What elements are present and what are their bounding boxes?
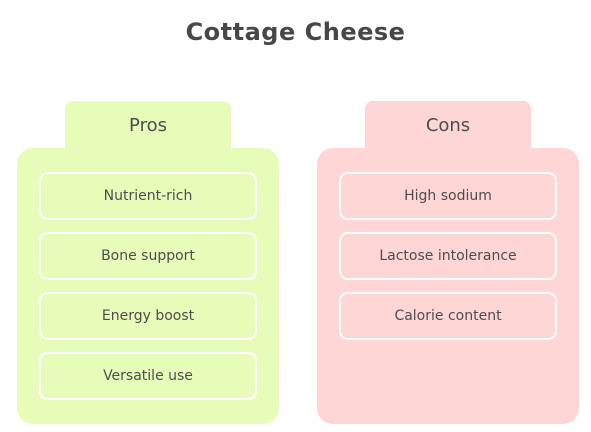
pros-panel: Nutrient-rich Bone support Energy boost … [17, 148, 279, 424]
cons-item: High sodium [339, 172, 557, 220]
cons-item: Lactose intolerance [339, 232, 557, 280]
pros-item: Energy boost [39, 292, 257, 340]
cons-heading-tab: Cons [365, 101, 531, 151]
pros-item: Nutrient-rich [39, 172, 257, 220]
pros-heading-tab: Pros [65, 101, 231, 151]
cons-panel: High sodium Lactose intolerance Calorie … [317, 148, 579, 424]
diagram-title: Cottage Cheese [185, 18, 406, 46]
pros-item: Bone support [39, 232, 257, 280]
cons-heading-label: Cons [425, 114, 471, 136]
pros-heading-label: Pros [129, 114, 167, 136]
pros-item: Versatile use [39, 352, 257, 400]
cons-item: Calorie content [339, 292, 557, 340]
